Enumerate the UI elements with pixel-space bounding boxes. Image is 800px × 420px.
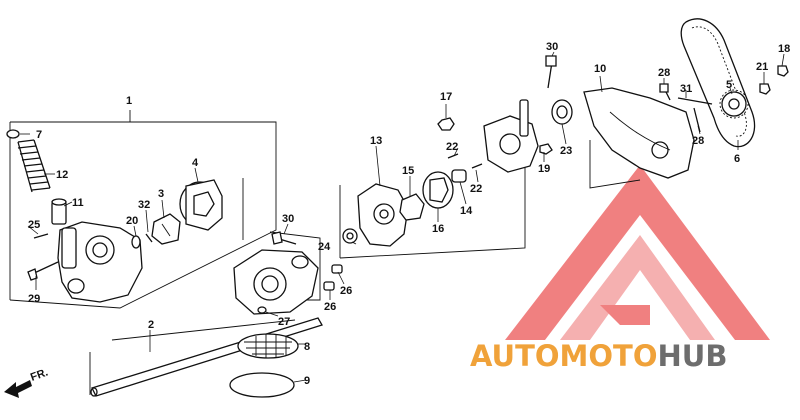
callout-17: 17 (440, 91, 452, 103)
part-oring-20 (131, 235, 141, 249)
part-seal-ring (229, 372, 295, 398)
part-oil-seal-23 (551, 99, 573, 125)
part-outer-rotor-16 (422, 171, 454, 209)
callout-22b: 22 (470, 183, 482, 195)
part-bolt-30-upper (545, 55, 557, 89)
callout-26b: 26 (324, 301, 336, 313)
callout-12: 12 (56, 169, 68, 181)
callout-25: 25 (28, 219, 40, 231)
part-inner-rotor (151, 213, 181, 245)
part-relief-piston (51, 198, 67, 225)
part-sprocket (719, 89, 749, 119)
part-inner-rotor-15 (399, 193, 425, 221)
part-bolt-28a (659, 83, 671, 101)
callout-2: 2 (148, 319, 154, 331)
watermark-logo-icon (505, 165, 770, 340)
leader-lines (20, 51, 785, 383)
callout-29: 29 (28, 293, 40, 305)
callout-4: 4 (192, 157, 199, 169)
part-bolt-19 (539, 143, 553, 155)
center-bracket (269, 231, 321, 301)
part-bolt-28b (693, 107, 701, 133)
part-oil-screen (237, 333, 299, 359)
callout-10: 10 (594, 63, 606, 75)
part-pump-body (57, 221, 143, 303)
callout-23: 23 (560, 145, 572, 157)
callout-26a: 26 (340, 285, 352, 297)
part-pin-22b (471, 163, 483, 169)
part-dowel-26a (331, 264, 343, 274)
callout-8: 8 (304, 341, 310, 353)
part-oil-seal (342, 228, 358, 244)
callout-27: 27 (278, 316, 290, 328)
part-spring (17, 139, 51, 193)
part-bolt-31 (677, 97, 713, 105)
part-cap (6, 129, 20, 139)
callout-18: 18 (778, 43, 790, 55)
callout-19: 19 (538, 163, 550, 175)
part-pump-housing (233, 249, 319, 315)
part-outer-rotor (179, 179, 223, 231)
part-pin-32 (145, 233, 153, 243)
callout-3: 3 (158, 188, 164, 200)
callout-20: 20 (126, 215, 138, 227)
assembly-bracket (9, 110, 277, 309)
part-drive-chain (680, 18, 756, 148)
watermark-brand-text: AUTOMOTOHUB (470, 339, 727, 373)
part-collar-14 (451, 169, 467, 183)
part-nut-17 (437, 117, 455, 131)
callout-24: 24 (318, 241, 331, 253)
callout-30b: 30 (546, 41, 558, 53)
part-pin (33, 233, 49, 239)
callout-7: 7 (36, 129, 42, 141)
part-pump-cover (357, 183, 409, 247)
callout-22a: 22 (446, 141, 458, 153)
callout-6: 6 (734, 153, 740, 165)
part-pin-22a (447, 153, 459, 159)
part-washer-21 (759, 83, 771, 95)
callout-15: 15 (402, 165, 414, 177)
callout-16: 16 (432, 223, 444, 235)
direction-label: FR. (29, 366, 50, 383)
front-direction-arrow-icon: FR. (4, 366, 50, 398)
callout-9: 9 (304, 375, 310, 387)
callout-11: 11 (72, 197, 84, 209)
part-bolt-29 (27, 261, 59, 281)
part-bolt-18 (777, 65, 789, 77)
part-bolt-30-center (271, 231, 297, 245)
callout-30a: 30 (282, 213, 294, 225)
callout-14: 14 (460, 205, 473, 217)
callout-1: 1 (126, 95, 132, 107)
part-27 (257, 306, 267, 314)
callout-28b: 28 (692, 135, 704, 147)
callout-13: 13 (370, 135, 382, 147)
callout-28a: 28 (658, 67, 670, 79)
part-pump-plate (483, 99, 539, 173)
part-dowel-26b (323, 281, 335, 291)
callout-31: 31 (680, 83, 692, 95)
callout-32: 32 (138, 199, 150, 211)
chain-guard-bracket (589, 140, 641, 189)
part-chain-guard (583, 87, 695, 179)
callout-5: 5 (726, 79, 732, 91)
callout-21: 21 (756, 61, 768, 73)
